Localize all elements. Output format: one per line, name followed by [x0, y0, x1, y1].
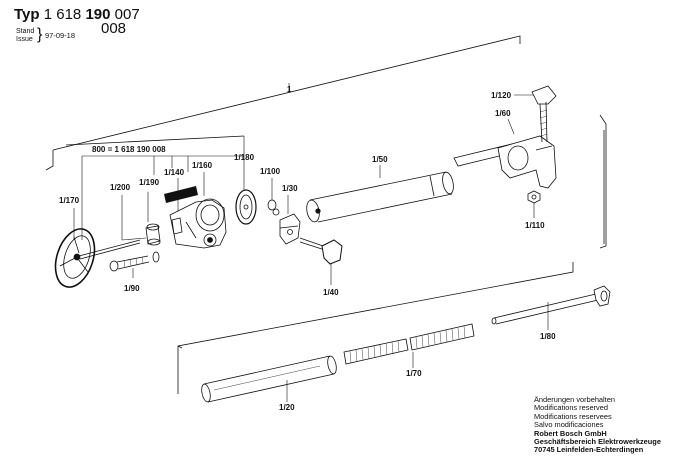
callout-1-90: 1/90 — [124, 284, 140, 293]
company-address: 70745 Leinfelden-Echterdingen — [534, 445, 644, 455]
company-division: Geschäftsbereich Elektrowerkzeuge — [534, 437, 661, 447]
issue-date: 97-09-18 — [45, 31, 76, 40]
typ-number-bold: 190 — [85, 6, 111, 23]
typ-prefix: Typ — [14, 6, 40, 23]
callout-1-110: 1/110 — [525, 221, 545, 230]
leader-lines — [73, 83, 549, 402]
scale-disc — [235, 189, 257, 225]
stand-issue-labels: Stand Issue — [16, 28, 34, 44]
note-de: Änderungen vorbehalten — [534, 395, 615, 404]
hex-nut — [527, 190, 541, 204]
threaded-spindle — [343, 323, 475, 365]
clip — [152, 251, 160, 263]
nameplate: BOSCH — [164, 186, 198, 203]
callout-1-60: 1/60 — [495, 109, 511, 118]
note-es: Salvo modificaciones — [534, 420, 604, 430]
note-fr: Modifications reservees — [534, 411, 612, 421]
callout-1-30: 1/30 — [282, 184, 298, 193]
nut-small — [267, 199, 280, 216]
stand-label: Stand — [16, 28, 35, 35]
assembly-frame — [45, 35, 607, 249]
callout-1-160: 1/160 — [192, 161, 213, 170]
brace-icon: } — [37, 26, 43, 43]
main-tube — [306, 171, 454, 223]
callout-labels: 1 800 = 1 618 190 008 1/170 1/200 1/190 … — [59, 85, 556, 412]
gear-housing — [169, 198, 227, 249]
callout-1: 1 — [287, 85, 292, 94]
callout-1-120: 1/120 — [491, 91, 512, 100]
callout-1-100: 1/100 — [260, 167, 281, 176]
clamp-screw — [531, 85, 557, 143]
guide-rod — [491, 285, 611, 325]
handwheel — [54, 228, 141, 288]
fence-carriage — [453, 135, 557, 189]
lower-tube — [201, 355, 337, 403]
callout-1-190: 1/190 — [139, 178, 160, 187]
company-name: Robert Bosch GmbH — [534, 428, 607, 438]
callout-1-20: 1/20 — [279, 403, 295, 412]
callout-800: 800 = 1 618 190 008 — [92, 145, 166, 154]
clamp-block — [279, 213, 301, 245]
type-number: Typ 1 618 190 007 — [14, 6, 140, 23]
screw — [109, 255, 150, 272]
legal-notes: Änderungen vorbehalten Modifications res… — [534, 395, 661, 455]
callout-1-200: 1/200 — [110, 183, 131, 192]
callout-1-140: 1/140 — [164, 168, 185, 177]
lower-frame — [177, 262, 574, 394]
callout-1-40: 1/40 — [323, 288, 339, 297]
callout-1-70: 1/70 — [406, 369, 422, 378]
issue-label: Issue — [16, 36, 33, 43]
callout-1-180: 1/180 — [234, 153, 255, 162]
clamp-knob — [299, 237, 343, 265]
callout-1-50: 1/50 — [372, 155, 388, 164]
typ-suffix-2: 008 — [101, 20, 127, 37]
typ-number-light: 1 618 — [43, 6, 82, 23]
typ-suffix-1: 007 — [114, 6, 140, 23]
callout-1-80: 1/80 — [540, 332, 556, 341]
note-en: Modifications reserved — [534, 403, 608, 413]
callout-1-170: 1/170 — [59, 196, 80, 205]
bushing — [145, 223, 161, 246]
